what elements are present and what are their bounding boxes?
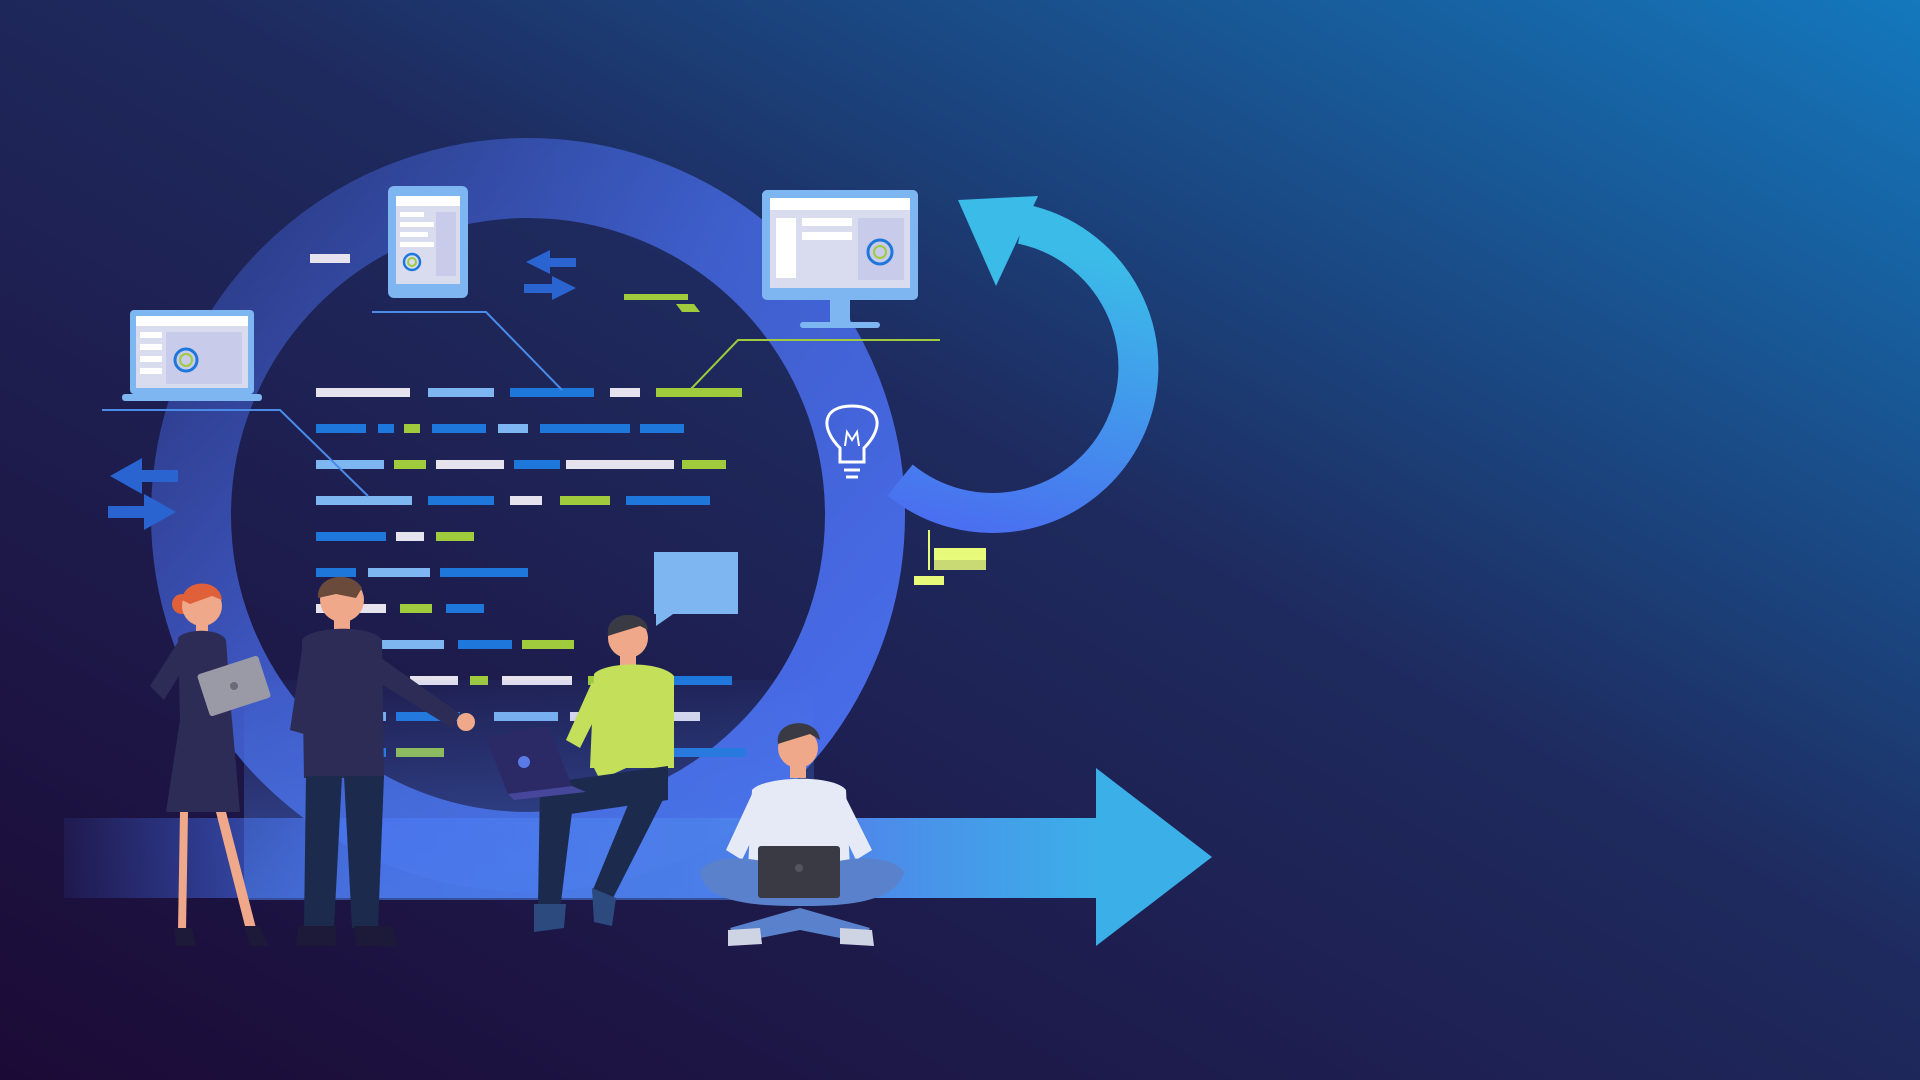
code-line-segment <box>514 460 560 469</box>
code-line-segment <box>404 424 420 433</box>
code-line-segment <box>560 496 610 505</box>
code-line-segment <box>656 388 742 397</box>
code-line-segment <box>316 532 386 541</box>
man-in-suit <box>290 576 475 946</box>
code-line-segment <box>436 532 474 541</box>
code-line-segment <box>458 640 512 649</box>
code-line-segment <box>432 424 486 433</box>
code-line-segment <box>428 388 494 397</box>
code-line-segment <box>610 388 640 397</box>
code-line-segment <box>396 532 424 541</box>
code-line-segment <box>368 640 444 649</box>
code-line-segment <box>316 388 410 397</box>
code-line-segment <box>316 460 384 469</box>
tablet-icon <box>388 186 468 298</box>
code-line-segment <box>368 568 430 577</box>
code-line-segment <box>510 388 594 397</box>
code-line-segment <box>640 424 684 433</box>
code-line-segment <box>682 460 726 469</box>
man-with-laptop-sitting <box>486 614 674 932</box>
man-cross-legged-with-laptop <box>700 723 904 946</box>
code-line-segment <box>378 424 394 433</box>
code-line-segment <box>498 424 528 433</box>
decorative-marks <box>310 254 986 585</box>
speech-bubble-icon <box>654 552 738 626</box>
exchange-arrows-icon <box>108 458 178 530</box>
code-line-segment <box>436 460 504 469</box>
code-line-segment <box>394 460 426 469</box>
woman-with-tablet <box>150 583 271 946</box>
code-line-segment <box>446 604 484 613</box>
connector-lines <box>102 311 940 497</box>
code-line-segment <box>316 568 356 577</box>
code-line-segment <box>316 496 412 505</box>
code-line-segment <box>626 496 710 505</box>
code-line-segment <box>400 604 432 613</box>
exchange-arrows-icon <box>524 250 576 300</box>
code-line-segment <box>566 460 674 469</box>
code-line-segment <box>316 424 366 433</box>
code-line-segment <box>540 424 630 433</box>
refresh-arrow-icon <box>887 196 1159 533</box>
code-line-segment <box>510 496 542 505</box>
lightbulb-icon <box>825 404 879 479</box>
code-line-segment <box>522 640 574 649</box>
laptop-icon <box>122 310 262 401</box>
code-line-segment <box>440 568 528 577</box>
monitor-icon <box>762 190 918 328</box>
code-line-segment <box>428 496 494 505</box>
